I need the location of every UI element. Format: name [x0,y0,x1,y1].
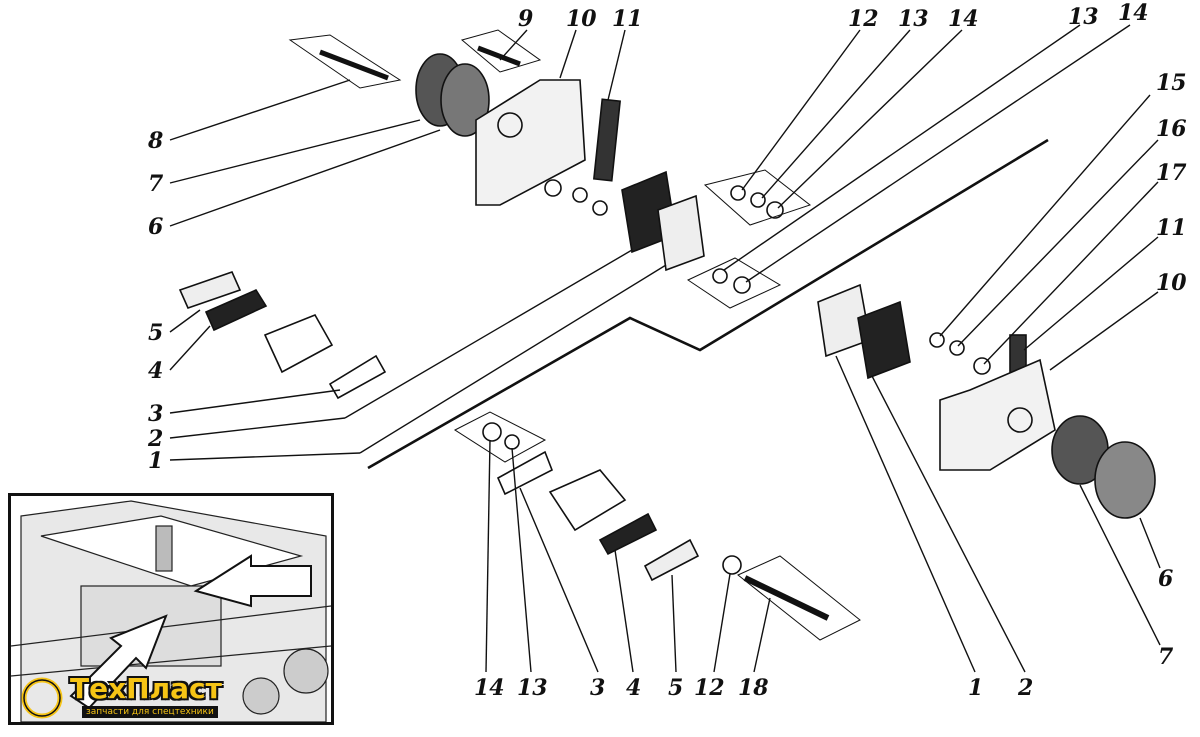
plate-11-top [592,98,622,182]
callout: 12 [848,6,879,32]
washer-13 [750,192,766,208]
callout: 6 [1158,566,1173,592]
callout: 2 [1017,675,1033,701]
frame-line [367,138,1049,470]
callout: 12 [694,675,725,701]
arrow [193,554,312,608]
block [263,313,334,374]
bolt-8 [319,49,389,81]
bracket-10 [939,358,1056,471]
callout: 8 [147,128,163,154]
callout: 16 [1156,116,1187,142]
callout: 14 [1118,0,1149,26]
washer-12 [730,185,746,201]
callout: 1 [968,675,983,701]
brand-logo: ТехПласт запчасти для спецтехники [18,672,318,728]
plate-3 [496,450,554,496]
callout: 11 [612,6,643,32]
callout: 10 [566,6,597,32]
callout: 5 [668,675,683,701]
washer-panel [703,169,812,226]
pad-1 [657,194,705,272]
washer-13 [712,268,728,284]
bolt-18-panel [737,555,861,641]
pad-4 [204,288,268,332]
bracket-10 [475,79,586,206]
callout: 14 [474,675,505,701]
logo-mark-icon [21,677,63,719]
nut [544,179,562,197]
callout-numbers: 9 10 11 12 13 14 13 14 15 16 17 11 10 8 … [147,0,1187,701]
washer [572,187,588,203]
callout: 7 [148,171,164,197]
washer-15 [929,332,945,348]
washer-panel-3 [453,411,547,463]
callout: 15 [1156,70,1187,96]
washer-panel-2 [686,257,782,309]
callout: 9 [518,6,533,32]
callout: 13 [1068,4,1099,30]
nut-17 [973,357,991,375]
washer [592,200,608,216]
bolt-18 [743,575,830,621]
spring-plate-5 [643,538,700,582]
callout: 6 [148,214,163,240]
location-inset [8,493,334,725]
bolt-9 [477,45,521,67]
nut-14 [482,422,502,442]
bracket-hole [497,112,523,138]
bolt-9-panel [460,29,542,73]
callout: 17 [1156,160,1187,186]
rubber-disc-6 [1094,441,1156,519]
callout: 4 [626,675,641,701]
spring-plate-5 [178,271,242,309]
callout: 1 [148,448,163,474]
callout: 14 [948,6,979,32]
callout: 13 [898,6,929,32]
nut-14 [766,201,784,219]
pointer-arrows [69,554,312,710]
bracket-hole [1007,407,1033,433]
callout: 3 [590,675,605,701]
callout: 11 [1156,215,1187,241]
callout: 18 [738,675,769,701]
washer-12 [722,555,742,575]
callout: 5 [148,320,163,346]
washer-16 [949,340,965,356]
washer-13 [504,434,520,450]
rubber-disc-6 [440,63,490,137]
callout: 3 [148,401,163,427]
logo-tagline: запчасти для спецтехники [82,706,218,718]
inset-sketch [11,500,331,722]
bolt-8-panel [288,34,402,89]
callout: 13 [517,675,548,701]
plate-3 [328,354,387,400]
callout: 4 [148,358,163,384]
pad-4 [598,512,658,556]
callout: 2 [147,426,163,452]
leader-lines [169,24,1161,673]
nut-14 [733,276,751,294]
callout: 10 [1156,270,1187,296]
arrow [69,614,168,710]
block [548,469,627,532]
pad-2 [857,300,911,380]
callout: 7 [1158,644,1174,670]
logo-brand-text: ТехПласт [70,672,222,705]
